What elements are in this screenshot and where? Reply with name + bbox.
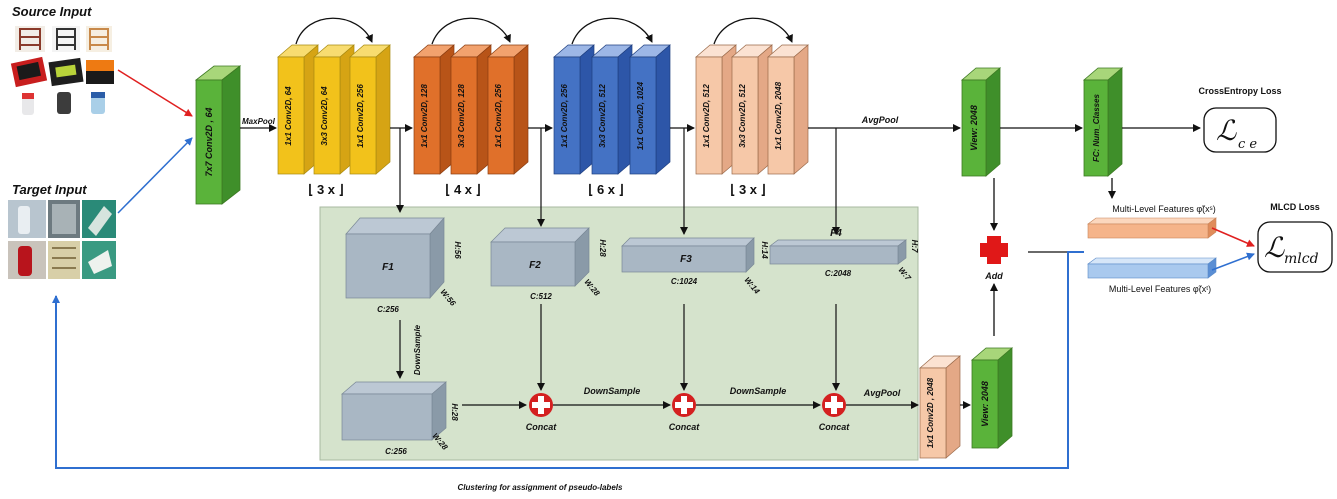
svg-text:3x3 Conv2D, 64: 3x3 Conv2D, 64 <box>320 86 329 146</box>
stage-1-layer-3: 1x1 Conv2D, 256 <box>349 44 391 175</box>
stage-4-layer-1: 1x1 Conv2D, 512 <box>695 44 737 175</box>
source-arrow <box>117 69 193 117</box>
concat-icon-2 <box>672 393 696 417</box>
stage-2: 1x1 Conv2D, 128 3x3 Conv2D, 128 1x1 Conv… <box>413 17 529 197</box>
svg-text:ℒ: ℒ <box>1216 114 1237 147</box>
stage-2-repeat: ⌊ 4 x ⌋ <box>445 182 480 197</box>
svg-text:1x1 Conv2D, 1024: 1x1 Conv2D, 1024 <box>636 81 645 150</box>
stage-2-layer-1: 1x1 Conv2D, 128 <box>413 44 455 175</box>
stage-3-layer-2: 3x3 Conv2D, 512 <box>591 44 633 175</box>
svg-text:1x1 Conv2D, 128: 1x1 Conv2D, 128 <box>420 84 429 148</box>
stage-4-layer-2: 3x3 Conv2D, 512 <box>731 44 773 175</box>
stage-2-layer-3: 1x1 Conv2D, 256 <box>487 44 529 175</box>
add-icon <box>980 236 1008 264</box>
svg-text:1x1 Conv2D, 256: 1x1 Conv2D, 256 <box>560 84 569 148</box>
ce-loss-box <box>1203 107 1277 153</box>
svg-text:H:56: H:56 <box>453 241 462 259</box>
lower-avgpool-label: AvgPool <box>863 388 901 398</box>
view-block-bottom: View: 2048 <box>970 347 1014 449</box>
concat-icon-3 <box>822 393 846 417</box>
source-images <box>10 26 114 115</box>
target-arrow <box>117 137 193 214</box>
svg-text:3x3 Conv2D, 512: 3x3 Conv2D, 512 <box>738 84 747 148</box>
feat-top-label: Multi-Level Features φ̃(xˢ) <box>1112 204 1215 214</box>
stage-3-layer-1: 1x1 Conv2D, 256 <box>553 44 595 175</box>
stage-3-layer-3: 1x1 Conv2D, 1024 <box>629 44 671 175</box>
svg-text:3x3 Conv2D, 128: 3x3 Conv2D, 128 <box>457 84 466 148</box>
mlcd-loss-title: MLCD Loss <box>1270 202 1320 212</box>
svg-text:View: 2048: View: 2048 <box>980 381 990 427</box>
stem-conv-block: 7x7 Conv2D , 64 <box>194 65 242 205</box>
svg-text:H:14: H:14 <box>760 241 769 259</box>
stage-4-layer-3: 1x1 Conv2D, 2048 <box>767 44 809 175</box>
head-avgpool-label: AvgPool <box>861 115 899 125</box>
stage-1-layer-2: 3x3 Conv2D, 64 <box>313 44 355 175</box>
svg-text:1x1 Conv2D , 2048: 1x1 Conv2D , 2048 <box>926 377 935 448</box>
stage-3-repeat: ⌊ 6 x ⌋ <box>588 182 623 197</box>
svg-text:1x1 Conv2D, 512: 1x1 Conv2D, 512 <box>702 84 711 148</box>
stage-1: 1x1 Conv2D, 64 3x3 Conv2D, 64 1x1 Conv2D… <box>277 17 391 197</box>
stage-3: 1x1 Conv2D, 256 3x3 Conv2D, 512 1x1 Conv… <box>553 17 671 197</box>
svg-text:C:2048: C:2048 <box>825 269 852 278</box>
concat-label-1: Concat <box>526 422 558 432</box>
svg-text:H:28: H:28 <box>598 239 607 257</box>
concat-label-3: Concat <box>819 422 851 432</box>
feature-bar-source <box>1087 217 1217 239</box>
svg-text:H:28: H:28 <box>450 403 459 421</box>
svg-text:F1: F1 <box>382 262 394 273</box>
svg-text:ℒ: ℒ <box>1264 231 1285 264</box>
stage-1-repeat: ⌊ 3 x ⌋ <box>308 182 343 197</box>
feature-f4: F4 H:7 W:7 C:2048 <box>768 228 919 283</box>
svg-text:1x1 Conv2D, 2048: 1x1 Conv2D, 2048 <box>774 81 783 150</box>
mlcd-loss-box <box>1257 221 1333 273</box>
svg-text:View: 2048: View: 2048 <box>969 105 979 151</box>
svg-text:mlcd: mlcd <box>1284 251 1319 267</box>
svg-text:FC: Num_Classes: FC: Num_Classes <box>1092 93 1101 162</box>
svg-text:F2: F2 <box>529 260 541 271</box>
svg-text:C:1024: C:1024 <box>671 277 698 286</box>
target-input-title: Target Input <box>12 182 87 197</box>
fc-block: FC: Num_Classes <box>1082 67 1124 177</box>
lower-conv-block: 1x1 Conv2D , 2048 <box>919 355 961 459</box>
concat-label-2: Concat <box>669 422 701 432</box>
concat-icon-1 <box>529 393 553 417</box>
svg-text:C:256: C:256 <box>385 447 407 456</box>
feat-bottom-label: Multi-Level Features φ̃(xᵗ) <box>1109 284 1211 294</box>
target-images <box>8 200 116 279</box>
view-block-top: View: 2048 <box>960 67 1002 177</box>
stage-4: 1x1 Conv2D, 512 3x3 Conv2D, 512 1x1 Conv… <box>695 17 809 197</box>
svg-text:C:512: C:512 <box>530 292 552 301</box>
svg-text:F3: F3 <box>680 254 692 265</box>
source-input-title: Source Input <box>12 4 92 19</box>
svg-text:3x3 Conv2D, 512: 3x3 Conv2D, 512 <box>598 84 607 148</box>
stage-1-layer-1: 1x1 Conv2D, 64 <box>277 44 319 175</box>
downsample-vertical-label: DownSample <box>413 324 422 375</box>
feature-f2: F2 H:28 W:28 C:512 <box>490 227 607 301</box>
ce-loss-title: CrossEntropy Loss <box>1198 86 1281 96</box>
svg-text:C:256: C:256 <box>377 305 399 314</box>
svg-text:F4: F4 <box>830 228 842 239</box>
downsample-label-1: DownSample <box>584 386 641 396</box>
svg-text:1x1 Conv2D, 256: 1x1 Conv2D, 256 <box>494 84 503 148</box>
stage-2-layer-2: 3x3 Conv2D, 128 <box>450 44 492 175</box>
add-label: Add <box>984 271 1003 281</box>
downsample-label-2: DownSample <box>730 386 787 396</box>
svg-text:c e: c e <box>1238 137 1257 152</box>
svg-text:7x7 Conv2D , 64: 7x7 Conv2D , 64 <box>204 107 214 176</box>
feature-bar-target <box>1087 257 1217 279</box>
svg-text:1x1 Conv2D, 256: 1x1 Conv2D, 256 <box>356 84 365 148</box>
clustering-label: Clustering for assignment of pseudo-labe… <box>458 483 623 492</box>
stage-4-repeat: ⌊ 3 x ⌋ <box>730 182 765 197</box>
svg-text:1x1 Conv2D, 64: 1x1 Conv2D, 64 <box>284 86 293 146</box>
svg-text:H:7: H:7 <box>910 240 919 253</box>
maxpool-label: MaxPool <box>242 117 276 126</box>
feature-f3: F3 H:14 W:14 C:1024 <box>621 237 769 296</box>
